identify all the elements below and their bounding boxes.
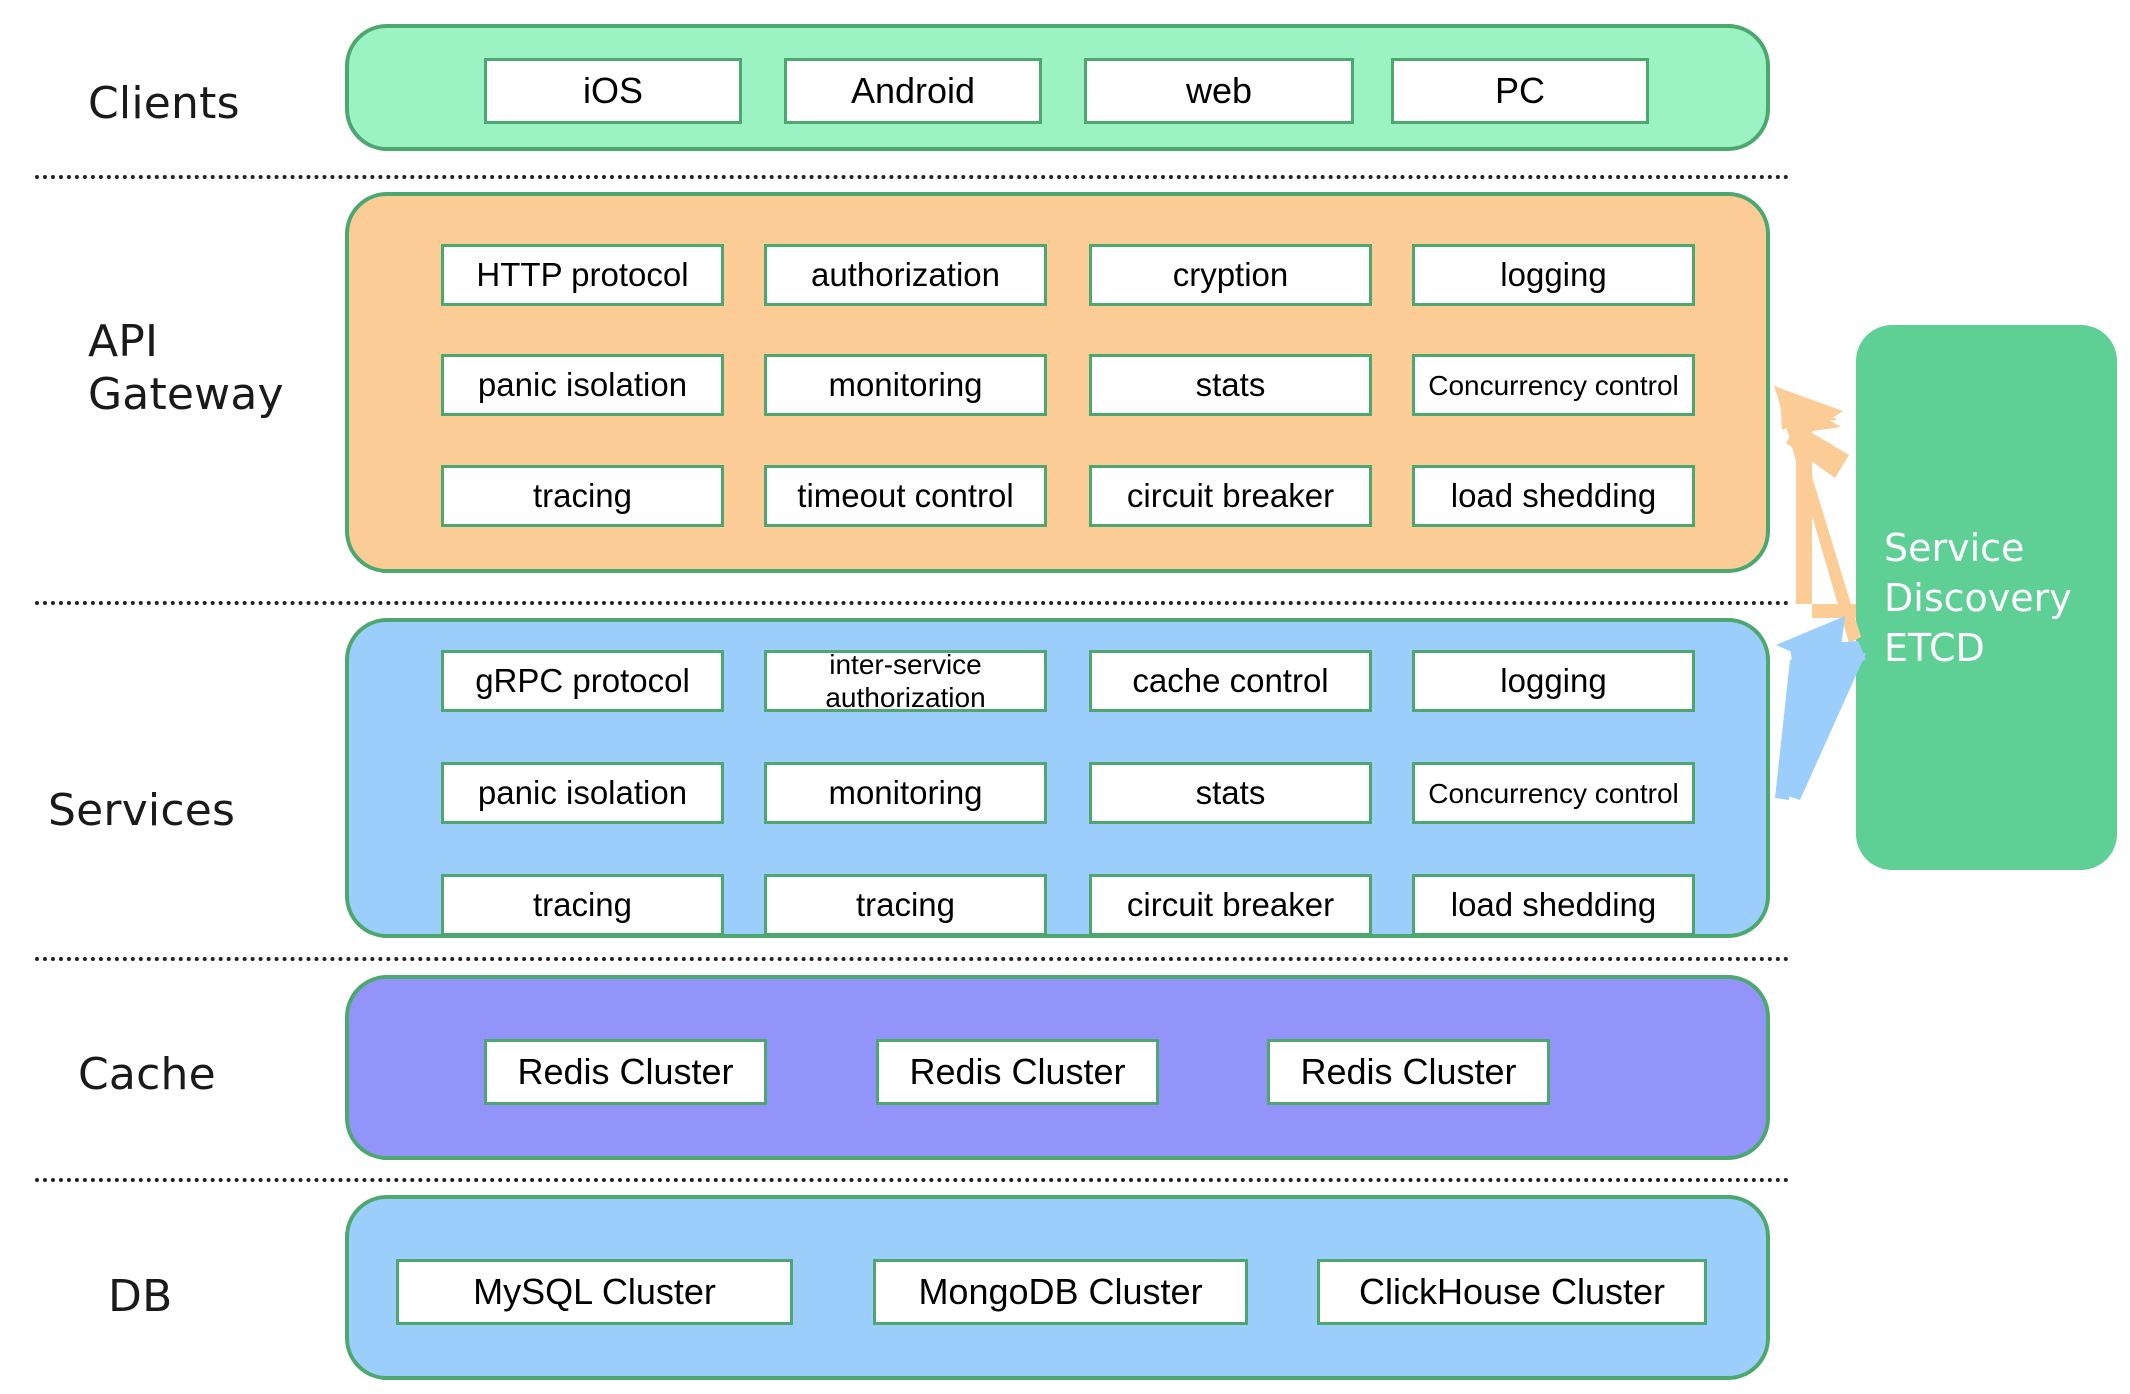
gateway-cell-monitoring[interactable]: monitoring bbox=[764, 354, 1047, 416]
client-box-pc[interactable]: PC bbox=[1391, 58, 1649, 124]
row-label-services: Services bbox=[48, 785, 236, 836]
gateway-cell-authorization[interactable]: authorization bbox=[764, 244, 1047, 306]
separator-clients-gateway bbox=[35, 175, 1790, 179]
gateway-cell-http-protocol[interactable]: HTTP protocol bbox=[441, 244, 724, 306]
services-cell-concurrency-control[interactable]: Concurrency control bbox=[1412, 762, 1695, 824]
gateway-cell-tracing[interactable]: tracing bbox=[441, 465, 724, 527]
db-box-mysql-cluster[interactable]: MySQL Cluster bbox=[396, 1259, 793, 1325]
separator-gateway-services bbox=[35, 601, 1790, 605]
layer-api-gateway: HTTP protocol authorization cryption log… bbox=[345, 192, 1770, 573]
layer-services: gRPC protocol inter-service authorizatio… bbox=[345, 618, 1770, 938]
service-discovery-etcd-panel[interactable]: Service Discovery ETCD bbox=[1856, 325, 2117, 870]
gateway-cell-concurrency-control[interactable]: Concurrency control bbox=[1412, 354, 1695, 416]
row-label-clients: Clients bbox=[88, 78, 240, 129]
gateway-cell-cryption[interactable]: cryption bbox=[1089, 244, 1372, 306]
services-cell-circuit-breaker[interactable]: circuit breaker bbox=[1089, 874, 1372, 936]
services-cell-tracing-1[interactable]: tracing bbox=[441, 874, 724, 936]
row-label-cache: Cache bbox=[78, 1049, 216, 1100]
services-cell-monitoring[interactable]: monitoring bbox=[764, 762, 1047, 824]
cache-box-redis-3[interactable]: Redis Cluster bbox=[1267, 1039, 1550, 1105]
cache-box-redis-1[interactable]: Redis Cluster bbox=[484, 1039, 767, 1105]
cache-box-redis-2[interactable]: Redis Cluster bbox=[876, 1039, 1159, 1105]
layer-db: MySQL Cluster MongoDB Cluster ClickHouse… bbox=[345, 1195, 1770, 1380]
gateway-cell-logging[interactable]: logging bbox=[1412, 244, 1695, 306]
services-cell-logging[interactable]: logging bbox=[1412, 650, 1695, 712]
client-box-web[interactable]: web bbox=[1084, 58, 1354, 124]
services-cell-cache-control[interactable]: cache control bbox=[1089, 650, 1372, 712]
services-cell-load-shedding[interactable]: load shedding bbox=[1412, 874, 1695, 936]
separator-cache-db bbox=[35, 1178, 1790, 1182]
row-label-api-gateway: API Gateway bbox=[88, 316, 284, 420]
gateway-cell-load-shedding[interactable]: load shedding bbox=[1412, 465, 1695, 527]
services-cell-grpc-protocol[interactable]: gRPC protocol bbox=[441, 650, 724, 712]
db-box-clickhouse-cluster[interactable]: ClickHouse Cluster bbox=[1317, 1259, 1707, 1325]
layer-cache: Redis Cluster Redis Cluster Redis Cluste… bbox=[345, 975, 1770, 1160]
services-cell-panic-isolation[interactable]: panic isolation bbox=[441, 762, 724, 824]
client-box-android[interactable]: Android bbox=[784, 58, 1042, 124]
separator-services-cache bbox=[35, 957, 1790, 961]
services-cell-stats[interactable]: stats bbox=[1089, 762, 1372, 824]
arrow-etcd-to-services bbox=[1775, 616, 1866, 800]
db-box-mongodb-cluster[interactable]: MongoDB Cluster bbox=[873, 1259, 1248, 1325]
gateway-cell-circuit-breaker[interactable]: circuit breaker bbox=[1089, 465, 1372, 527]
client-box-ios[interactable]: iOS bbox=[484, 58, 742, 124]
gateway-cell-timeout-control[interactable]: timeout control bbox=[764, 465, 1047, 527]
layer-clients: iOS Android web PC bbox=[345, 24, 1770, 151]
gateway-cell-panic-isolation[interactable]: panic isolation bbox=[441, 354, 724, 416]
service-discovery-etcd-label: Service Discovery ETCD bbox=[1884, 525, 2072, 670]
gateway-cell-stats[interactable]: stats bbox=[1089, 354, 1372, 416]
row-label-db: DB bbox=[108, 1271, 173, 1322]
services-cell-inter-service-authorization[interactable]: inter-service authorization bbox=[764, 649, 1047, 713]
services-cell-tracing-2[interactable]: tracing bbox=[764, 874, 1047, 936]
